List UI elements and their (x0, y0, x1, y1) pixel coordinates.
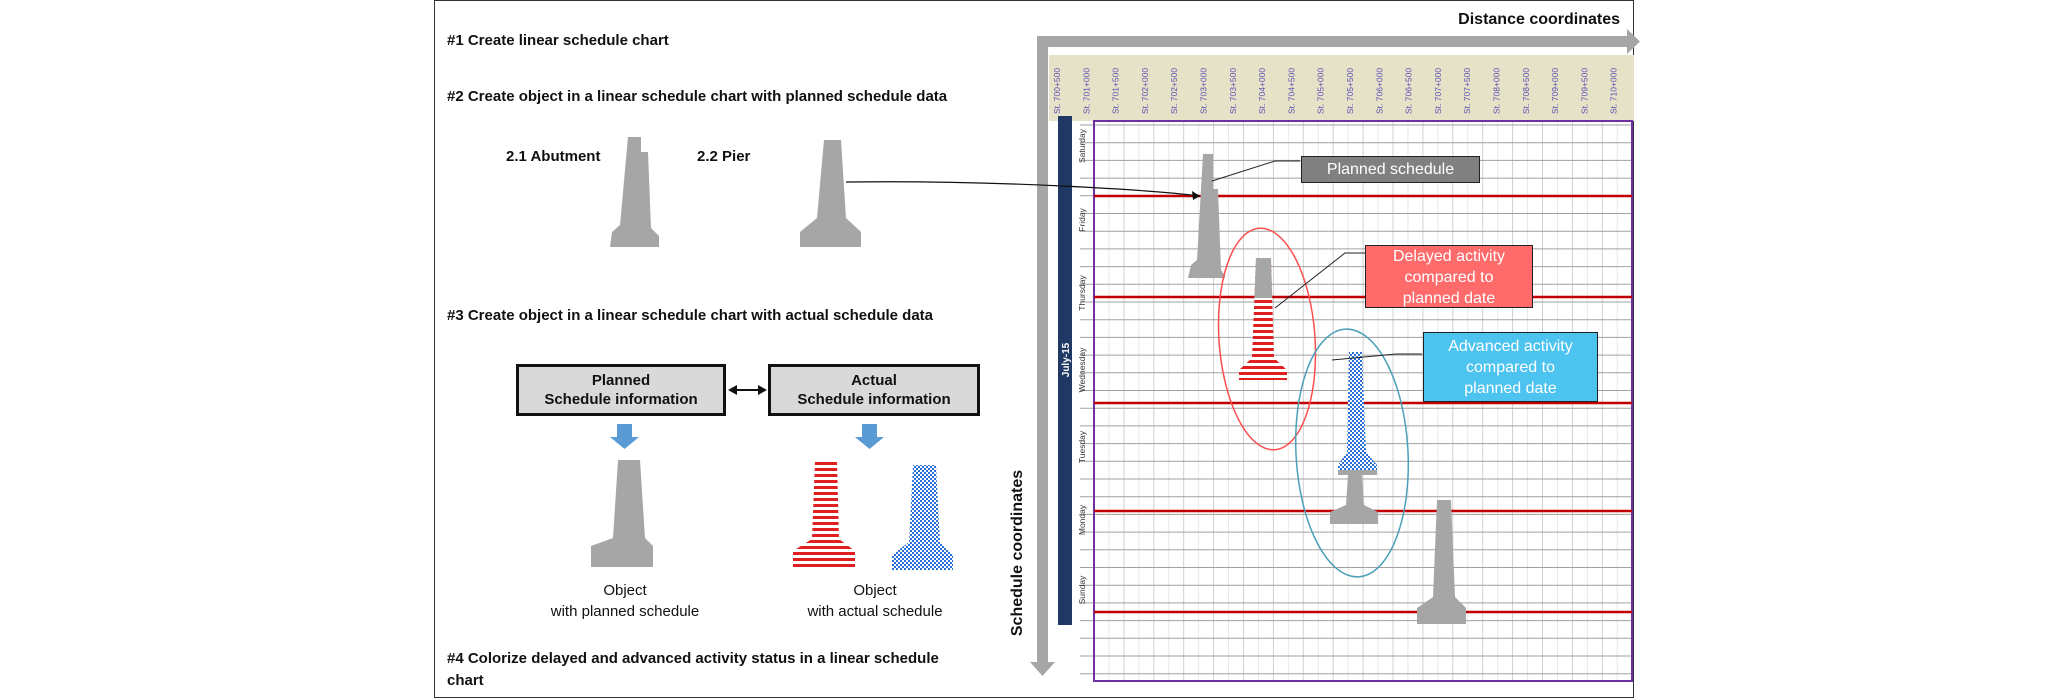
down-arrow-icon (610, 424, 639, 449)
planned-object-caption: Object with planned schedule (550, 582, 700, 620)
chart-delayed-pier (1239, 258, 1287, 380)
actual-advanced-object-shape (892, 465, 953, 570)
planned-schedule-info-box: Planned Schedule information (516, 364, 726, 416)
chart-planned-abutment (1188, 154, 1225, 278)
day-labels: SaturdayFridayThursdayWednesdayTuesdayMo… (1077, 128, 1087, 604)
planned-box-line2: Schedule information (544, 391, 698, 408)
step-4-label-line2: chart (447, 672, 484, 689)
actual-schedule-info-box: Actual Schedule information (768, 364, 980, 416)
station-label: St. 701+500 (1111, 68, 1121, 114)
day-label-saturday: Saturday (1077, 128, 1087, 163)
station-header-strip (1049, 55, 1634, 121)
abutment-label: 2.1 Abutment (506, 148, 601, 165)
station-label: St. 707+500 (1462, 68, 1472, 114)
step-4-label-line1: #4 Colorize delayed and advanced activit… (447, 650, 939, 667)
station-label: St. 707+000 (1433, 68, 1443, 114)
distance-axis-arrow (1037, 29, 1640, 54)
step-3-label: #3 Create object in a linear schedule ch… (447, 307, 933, 324)
day-label-sunday: Sunday (1077, 575, 1087, 605)
down-arrow-icon (855, 424, 884, 449)
chart-advanced-pier (1338, 352, 1377, 475)
abutment-shape (610, 137, 659, 247)
chart-planned-pier (1417, 500, 1466, 624)
distance-axis-title: Distance coordinates (1458, 11, 1620, 28)
chart-delayed-pier-gray (1254, 258, 1273, 298)
pier-connector-arrow (845, 181, 1201, 197)
station-label: St. 705+500 (1345, 68, 1355, 114)
station-label: St. 701+000 (1081, 68, 1091, 114)
station-label: St. 705+000 (1316, 68, 1326, 114)
station-label: St. 704+500 (1286, 68, 1296, 114)
station-label: St. 704+000 (1257, 68, 1267, 114)
planned-callout-leader (1211, 160, 1300, 182)
station-label: St. 709+500 (1579, 68, 1589, 114)
pier-label: 2.2 Pier (697, 148, 751, 165)
day-label-thursday: Thursday (1077, 275, 1087, 311)
day-label-friday: Friday (1077, 207, 1087, 231)
actual-box-line2: Schedule information (797, 391, 951, 408)
actual-delayed-object-shape (793, 461, 855, 568)
station-label: St. 708+500 (1521, 68, 1531, 114)
chart-blue-pier-base (1330, 475, 1378, 524)
pier-shape (800, 140, 861, 247)
planned-object-shape (591, 460, 653, 567)
month-bar (1058, 116, 1072, 625)
station-label: St. 710+000 (1609, 68, 1619, 114)
station-label: St. 706+000 (1374, 68, 1384, 114)
planned-schedule-callout: Planned schedule (1301, 156, 1480, 183)
double-headed-arrow-icon (728, 385, 767, 395)
station-labels: St. 700+500 St. 701+000 St. 701+500 St. 702… (1052, 68, 1619, 114)
station-label: St. 709+000 (1550, 68, 1560, 114)
step-2-label: #2 Create object in a linear schedule ch… (447, 88, 948, 105)
month-label: July-15 (1061, 342, 1072, 377)
day-label-tuesday: Tuesday (1077, 430, 1087, 463)
planned-box-line1: Planned (591, 372, 651, 389)
day-label-wednesday: Wednesday (1077, 347, 1087, 392)
actual-box-line1: Actual (851, 372, 897, 389)
day-label-monday: Monday (1077, 504, 1087, 535)
actual-object-caption: Object with actual schedule (807, 582, 943, 620)
chart-advanced-pier-gray (1338, 470, 1377, 475)
advanced-callout-leader (1331, 353, 1422, 361)
station-label: St. 708+000 (1492, 68, 1502, 114)
station-label: St. 702+000 (1140, 68, 1150, 114)
delayed-ellipse (1217, 227, 1317, 451)
station-label: St. 700+500 (1052, 68, 1062, 114)
station-label: St. 703+500 (1228, 68, 1238, 114)
schedule-axis-arrow (1030, 36, 1055, 676)
advanced-ellipse (1294, 328, 1410, 578)
station-label: St. 706+500 (1404, 68, 1414, 114)
station-label: St. 702+500 (1169, 68, 1179, 114)
delayed-activity-callout: Delayed activity compared to planned dat… (1365, 245, 1533, 308)
delayed-callout-leader (1274, 252, 1365, 309)
schedule-axis-title: Schedule coordinates (1009, 470, 1026, 636)
advanced-activity-callout: Advanced activity compared to planned da… (1423, 332, 1598, 402)
station-label: St. 703+000 (1199, 68, 1209, 114)
step-1-label: #1 Create linear schedule chart (447, 32, 669, 49)
